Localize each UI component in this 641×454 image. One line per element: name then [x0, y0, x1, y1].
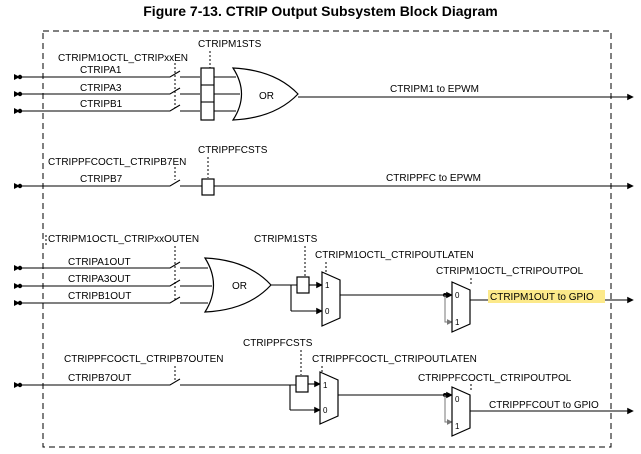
- g3-polarity-label: CTRIPM1OCTL_CTRIPOUTPOL: [436, 266, 584, 277]
- svg-text:1: 1: [325, 281, 330, 290]
- g2-status-label: CTRIPPFCSTS: [198, 145, 268, 156]
- g3-latch-label: CTRIPM1OCTL_CTRIPOUTLATEN: [315, 250, 474, 261]
- g4-input-ctripb7out: CTRIPB7OUT: [68, 373, 131, 384]
- g3-inverted-feedback: [444, 295, 453, 325]
- g4-polarity-mux: [451, 386, 471, 437]
- g3-input-ctripb1out: CTRIPB1OUT: [68, 291, 131, 302]
- g1-status-label: CTRIPM1STS: [198, 39, 262, 50]
- g1-output-label: CTRIPM1 to EPWM: [390, 84, 479, 95]
- g3-output-highlight: [488, 290, 605, 303]
- g1-input-ctripb1: CTRIPB1: [80, 99, 123, 110]
- g3-output-label: CTRIPM1OUT to GPIO: [490, 292, 594, 303]
- svg-text:1: 1: [455, 422, 460, 431]
- g4-status-latch: [295, 375, 309, 393]
- ctrippfcout-gpio-path: CTRIPPFCSTS CTRIPPFCOCTL_CTRIPB7OUTEN CT…: [14, 338, 634, 437]
- subsystem-boundary: [42, 30, 612, 448]
- g2-status-latch: [201, 178, 215, 196]
- g1-input-wires: [14, 70, 200, 114]
- g3-input-ctripa1out: CTRIPA1OUT: [68, 257, 131, 268]
- ctrippfc-epwm-path: CTRIPPFCOCTL_CTRIPB7EN CTRIPPFCSTS CTRIP…: [14, 145, 634, 196]
- g3-latch-mux: [321, 271, 341, 327]
- svg-text:0: 0: [455, 291, 460, 300]
- g2-enable-label: CTRIPPFCOCTL_CTRIPB7EN: [48, 157, 186, 168]
- g3-or-gate: [203, 257, 272, 313]
- g3-polarity-mux: [451, 281, 471, 333]
- ctripm1-epwm-path: CTRIPM1OCTL_CTRIPxxEN CTRIPM1STS CTRIPA1…: [14, 39, 634, 121]
- g3-status-label: CTRIPM1STS: [254, 234, 318, 245]
- svg-text:0: 0: [323, 406, 328, 415]
- ctripm1out-gpio-path: CTRIPM1OCTL_CTRIPxxOUTEN CTRIPM1STS CTRI…: [14, 234, 634, 333]
- g3-input-wires: [14, 261, 212, 306]
- g4-enable-label: CTRIPPFCOCTL_CTRIPB7OUTEN: [64, 354, 223, 365]
- g4-status-label: CTRIPPFCSTS: [243, 338, 313, 349]
- g2-input-ctripb7: CTRIPB7: [80, 174, 123, 185]
- g4-latch-mux: [319, 371, 339, 425]
- figure-title: Figure 7-13. CTRIP Output Subsystem Bloc…: [143, 3, 498, 19]
- g2-input-wire: [14, 179, 181, 187]
- g4-output-label: CTRIPPFCOUT to GPIO: [489, 400, 599, 411]
- g1-or-label: OR: [259, 91, 274, 102]
- g2-output-label: CTRIPPFC to EPWM: [386, 173, 481, 184]
- g1-enable-label: CTRIPM1OCTL_CTRIPxxEN: [58, 53, 188, 64]
- g3-enable-label: CTRIPM1OCTL_CTRIPxxOUTEN: [48, 234, 199, 245]
- g4-input-wire: [14, 378, 181, 386]
- g3-input-ctripa3out: CTRIPA3OUT: [68, 274, 131, 285]
- g3-or-label: OR: [232, 281, 247, 292]
- g4-polarity-label: CTRIPPFCOCTL_CTRIPOUTPOL: [418, 373, 572, 384]
- g4-latch-label: CTRIPPFCOCTL_CTRIPOUTLATEN: [312, 354, 477, 365]
- g1-input-ctripa3: CTRIPA3: [80, 83, 122, 94]
- g1-or-gate: [231, 67, 299, 121]
- g4-inverted-feedback: [444, 395, 453, 425]
- svg-text:1: 1: [455, 318, 460, 327]
- svg-text:0: 0: [325, 307, 330, 316]
- g3-status-latch: [296, 276, 310, 294]
- g1-status-latches: [200, 67, 240, 121]
- g1-input-ctripa1: CTRIPA1: [80, 65, 122, 76]
- svg-text:1: 1: [323, 381, 328, 390]
- svg-text:0: 0: [455, 395, 460, 404]
